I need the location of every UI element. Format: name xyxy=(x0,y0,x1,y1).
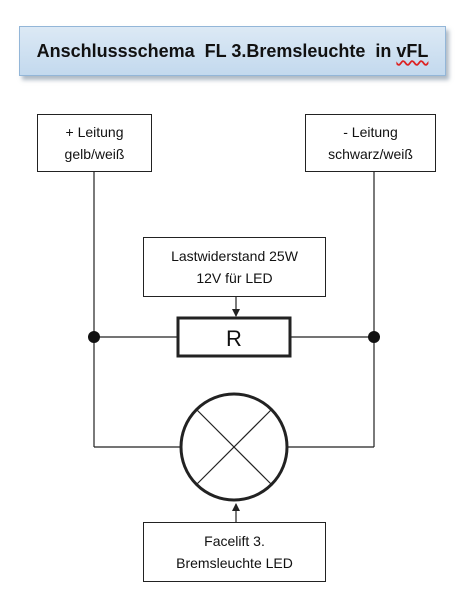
title-banner: Anschlussschema FL 3.Bremsleuchte in vFL xyxy=(19,26,446,76)
minus-wire-box: - Leitung schwarz/weiß xyxy=(305,114,436,172)
junction-dot-right xyxy=(368,331,380,343)
resistor-symbol xyxy=(176,316,292,358)
title-tail: vFL xyxy=(396,40,429,61)
load-resistor-line1: Lastwiderstand 25W xyxy=(171,248,298,264)
lamp-line2: Bremsleuchte LED xyxy=(176,555,293,571)
diagram-title: Anschlussschema FL 3.Bremsleuchte in vFL xyxy=(37,41,429,62)
minus-wire-line1: - Leitung xyxy=(343,124,398,140)
plus-wire-box: + Leitung gelb/weiß xyxy=(37,114,152,172)
lamp-line1: Facelift 3. xyxy=(204,533,265,549)
plus-wire-line2: gelb/weiß xyxy=(64,146,125,162)
lamp-box: Facelift 3. Bremsleuchte LED xyxy=(143,522,326,582)
load-resistor-line2: 12V für LED xyxy=(196,270,273,286)
lamp-symbol xyxy=(179,392,289,502)
resistor-label: R xyxy=(226,326,242,351)
load-resistor-box: Lastwiderstand 25W 12V für LED xyxy=(143,237,326,297)
junction-dot-left xyxy=(88,331,100,343)
title-main: Anschlussschema FL 3.Bremsleuchte in xyxy=(36,40,397,61)
plus-wire-line1: + Leitung xyxy=(65,124,124,140)
minus-wire-line2: schwarz/weiß xyxy=(328,146,413,162)
